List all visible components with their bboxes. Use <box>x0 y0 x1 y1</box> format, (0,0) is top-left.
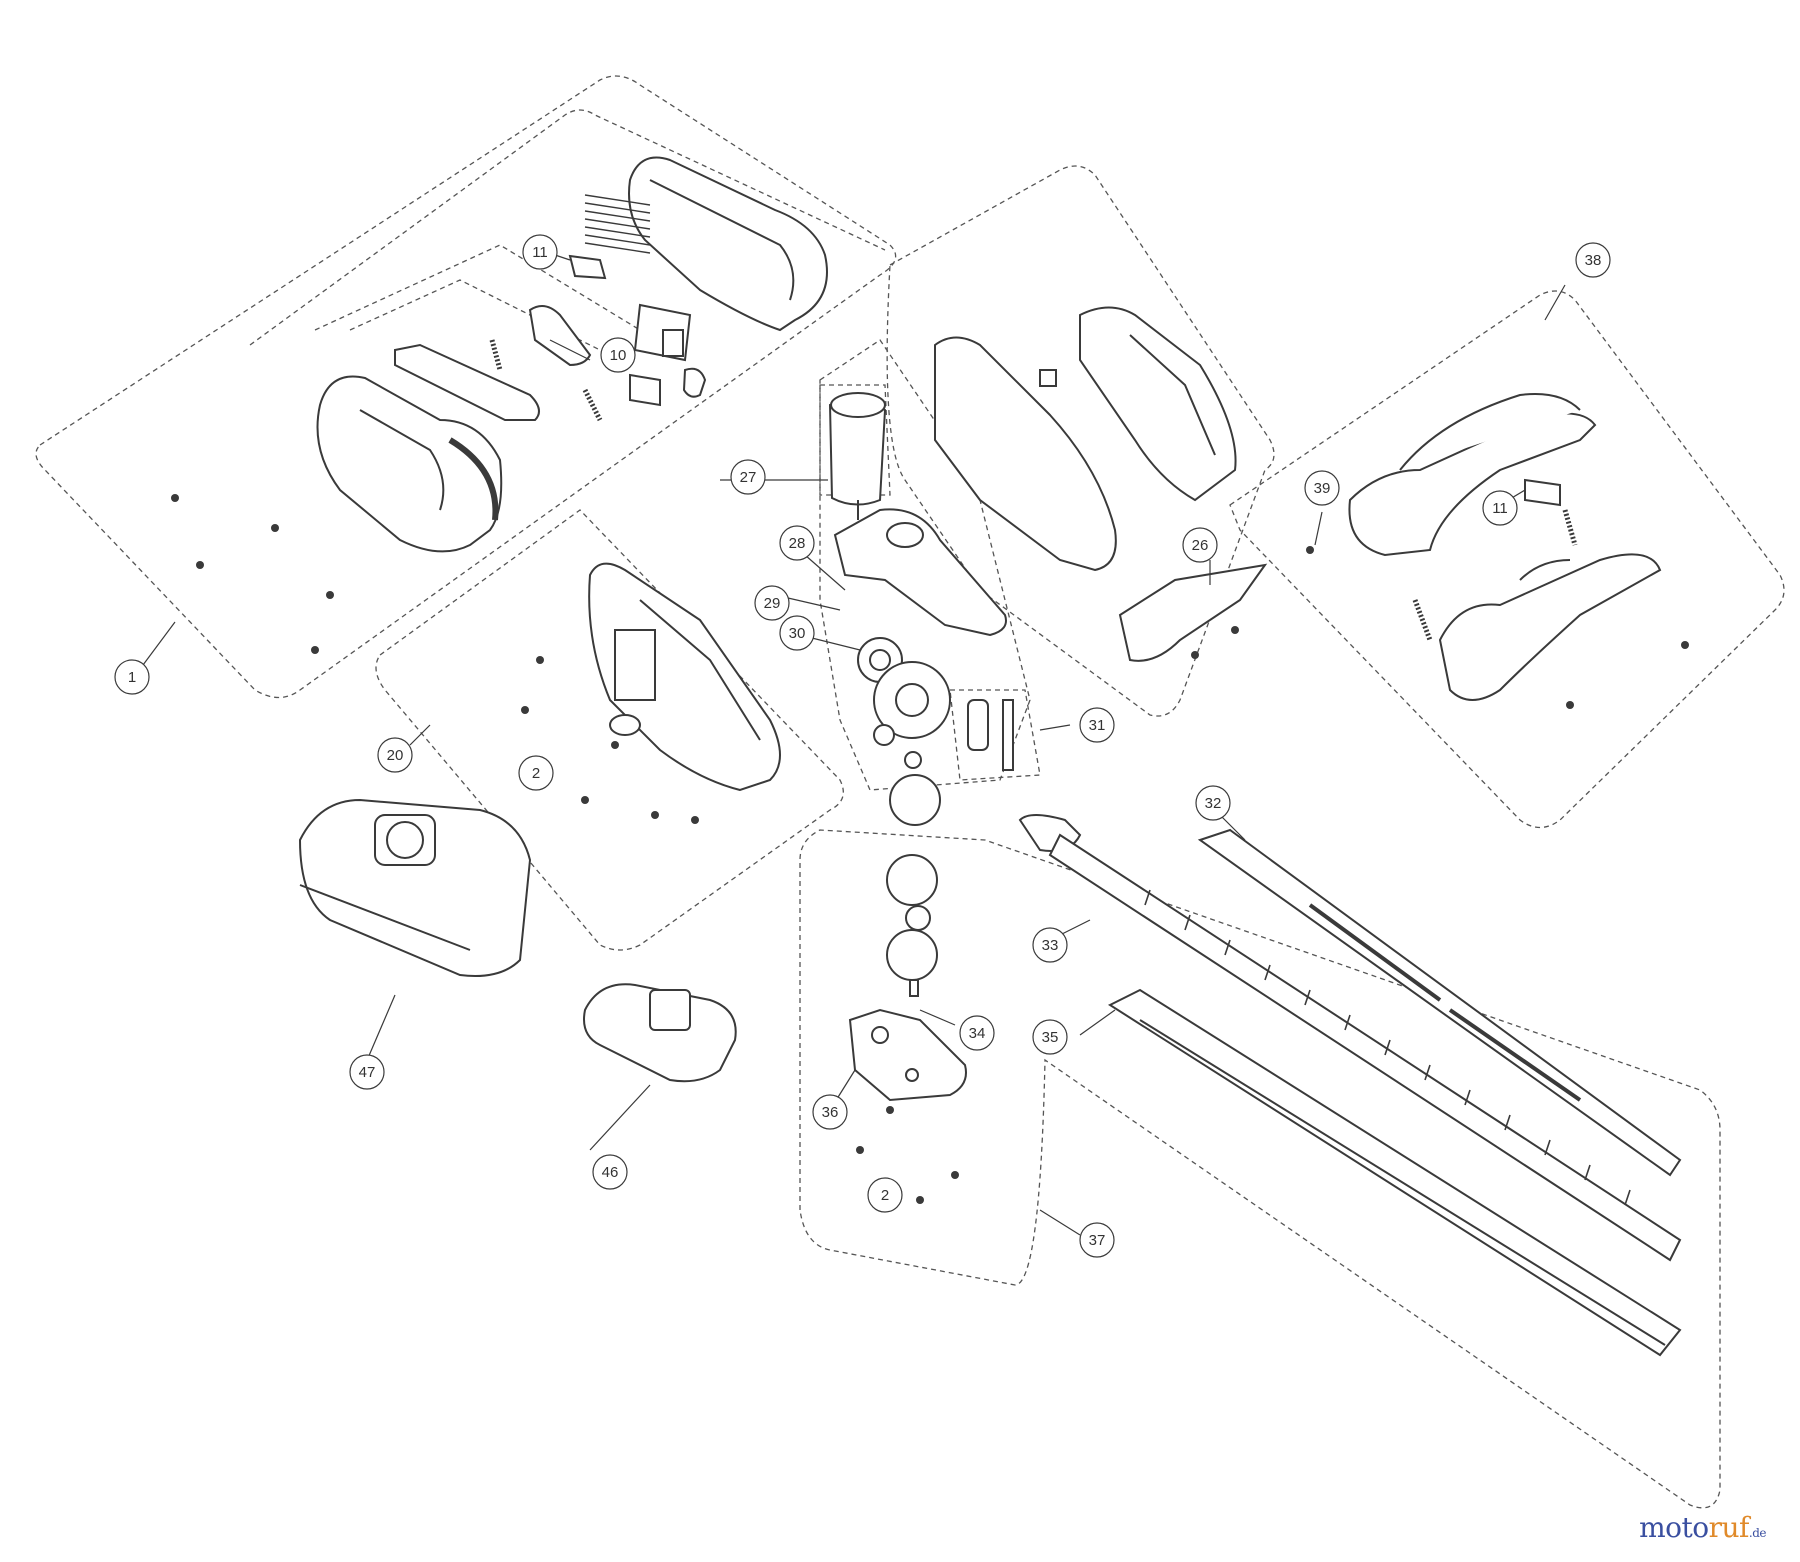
vent-grill <box>584 194 651 254</box>
handle-housing-lower <box>588 562 781 792</box>
group-outline-26 <box>886 165 1275 717</box>
callout-1[interactable]: 1 <box>114 659 150 695</box>
blade-guard-bottom <box>1107 988 1682 1357</box>
battery-46 <box>583 983 737 1083</box>
svg-text:39: 39 <box>1314 480 1331 497</box>
blade-guard-foot <box>1118 563 1268 662</box>
front-handle-upper <box>1348 412 1597 557</box>
blade-bar <box>1048 833 1682 1262</box>
svg-text:29: 29 <box>764 595 781 612</box>
watermark-part-a: moto <box>1639 1511 1709 1544</box>
callout-20[interactable]: 20 <box>377 737 413 773</box>
callout-29[interactable]: 29 <box>754 585 790 621</box>
group-outline-38 <box>1229 290 1785 829</box>
callout-32[interactable]: 32 <box>1195 785 1231 821</box>
gearbox-housing <box>833 508 1007 637</box>
svg-text:27: 27 <box>740 469 757 486</box>
callout-28[interactable]: 28 <box>779 525 815 561</box>
callout-30[interactable]: 30 <box>779 615 815 651</box>
spring-b <box>582 388 603 422</box>
callout-11a[interactable]: 11 <box>522 234 558 270</box>
cam-plate-b <box>886 854 938 906</box>
svg-text:47: 47 <box>359 1064 376 1081</box>
switch-trigger <box>394 343 540 421</box>
group-outline-37 <box>799 829 1721 1509</box>
group-outline-1 <box>35 75 897 699</box>
svg-text:35: 35 <box>1042 1029 1059 1046</box>
lock-button <box>528 305 592 367</box>
watermark-tld: .de <box>1748 1526 1767 1540</box>
cam-plate-a <box>889 774 941 826</box>
callout-10[interactable]: 10 <box>600 337 636 373</box>
svg-text:10: 10 <box>610 347 627 364</box>
group-outline-inner-c <box>349 279 621 361</box>
callout-37[interactable]: 37 <box>1079 1222 1115 1258</box>
callout-46[interactable]: 46 <box>592 1154 628 1190</box>
front-handle-lower <box>1438 553 1662 701</box>
group-outline-motor <box>819 384 891 496</box>
knob <box>682 367 707 398</box>
group-outline-inner-a <box>249 109 886 346</box>
callout-27[interactable]: 27 <box>730 459 766 495</box>
svg-text:20: 20 <box>387 747 404 764</box>
needle-bearing <box>967 699 989 751</box>
cam-plate-c <box>886 929 938 981</box>
screws <box>171 494 1689 1204</box>
callout-11b[interactable]: 11 <box>1482 490 1518 526</box>
shaft <box>1002 699 1014 771</box>
microswitch-right <box>1524 478 1561 507</box>
group-outline-inner-b <box>314 244 641 331</box>
blade-teeth <box>1144 889 1631 1206</box>
callout-38[interactable]: 38 <box>1575 242 1611 278</box>
svg-text:26: 26 <box>1192 537 1209 554</box>
callout-layer: 1 2 2 10 11 11 20 26 27 28 29 30 31 32 3… <box>114 234 1611 1258</box>
svg-text:33: 33 <box>1042 937 1059 954</box>
callout-36[interactable]: 36 <box>812 1094 848 1130</box>
svg-text:37: 37 <box>1089 1232 1106 1249</box>
charger-47 <box>298 798 532 977</box>
svg-text:2: 2 <box>532 765 540 782</box>
callout-2a[interactable]: 2 <box>518 755 554 791</box>
gearbox-housing-right <box>934 336 1117 572</box>
switch-assembly <box>629 373 661 407</box>
callout-26[interactable]: 26 <box>1182 527 1218 563</box>
svg-text:11: 11 <box>1492 500 1508 517</box>
group-outline-gearbox <box>819 339 1031 791</box>
svg-text:1: 1 <box>128 669 136 686</box>
group-outline-20 <box>375 509 844 951</box>
blade-cover-top <box>1197 828 1682 1177</box>
svg-text:28: 28 <box>789 535 806 552</box>
spring-c <box>1412 599 1433 641</box>
svg-text:34: 34 <box>969 1025 986 1042</box>
svg-text:46: 46 <box>602 1164 619 1181</box>
callout-35[interactable]: 35 <box>1032 1019 1068 1055</box>
gear-cover <box>848 1008 967 1102</box>
svg-text:30: 30 <box>789 625 806 642</box>
washer-a <box>873 724 895 746</box>
svg-text:31: 31 <box>1089 717 1106 734</box>
callout-47[interactable]: 47 <box>349 1054 385 1090</box>
watermark-logo: motoruf.de <box>1639 1511 1766 1544</box>
callout-2b[interactable]: 2 <box>867 1177 903 1213</box>
svg-text:11: 11 <box>532 244 548 261</box>
callout-39[interactable]: 39 <box>1304 470 1340 506</box>
gearbox-cover-upper <box>1079 306 1237 502</box>
callout-34[interactable]: 34 <box>959 1015 995 1051</box>
watermark-part-b: ruf <box>1708 1511 1750 1544</box>
microswitch-upper <box>568 254 607 280</box>
spring-a <box>489 339 503 371</box>
svg-text:2: 2 <box>881 1187 889 1204</box>
svg-text:38: 38 <box>1585 252 1602 269</box>
callout-33[interactable]: 33 <box>1032 927 1068 963</box>
washer-b <box>904 751 922 769</box>
svg-text:36: 36 <box>822 1104 839 1121</box>
svg-text:32: 32 <box>1205 795 1222 812</box>
callout-31[interactable]: 31 <box>1079 707 1115 743</box>
spring-d <box>1562 509 1578 546</box>
group-outline-31 <box>949 689 1041 781</box>
cam-washer <box>905 905 931 931</box>
